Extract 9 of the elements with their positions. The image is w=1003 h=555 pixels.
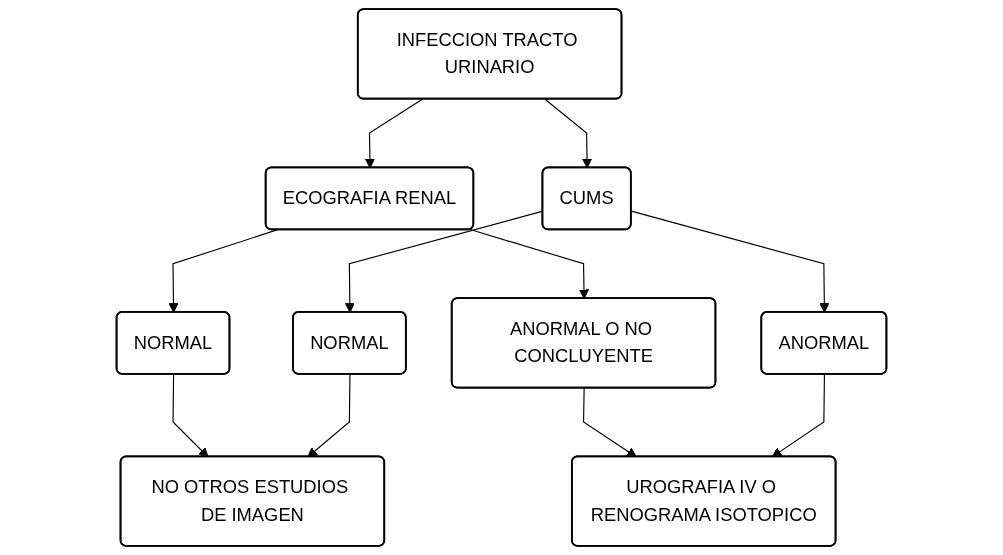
arrow [307,373,351,458]
arrow [630,210,830,313]
arrow [364,98,423,169]
arrow [771,373,825,458]
arrow [168,229,278,313]
arrow [172,373,209,458]
arrow [469,228,590,300]
arrow [544,98,593,169]
arrow [582,387,637,458]
